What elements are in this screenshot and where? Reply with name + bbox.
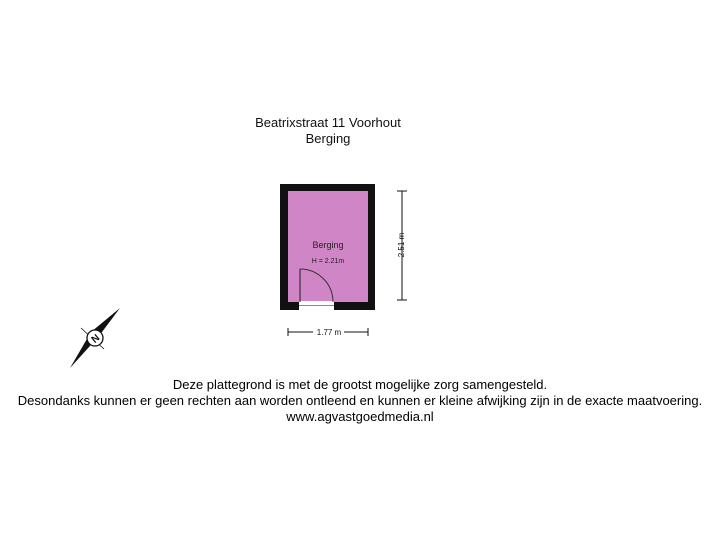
disclaimer-line-2: Desondanks kunnen er geen rechten aan wo…: [17, 393, 703, 408]
door-swing-arc: [299, 268, 334, 303]
north-arrow-icon: N: [70, 308, 120, 368]
disclaimer-line-1: Deze plattegrond is met de grootst mogel…: [172, 377, 548, 392]
room-height-label: H = 2.21m: [312, 258, 345, 265]
depth-dimension-label: 2.51 m: [397, 232, 406, 257]
plan-address-title: Beatrixstraat 11 Voorhout: [255, 115, 401, 130]
width-dimension-label: 1.77 m: [317, 328, 342, 337]
disclaimer-website: www.agvastgoedmedia.nl: [286, 409, 434, 424]
width-dimension: [287, 328, 369, 336]
depth-dimension: [397, 190, 407, 301]
plan-floor-title: Berging: [305, 131, 351, 146]
room-name-label: Berging: [312, 240, 343, 250]
